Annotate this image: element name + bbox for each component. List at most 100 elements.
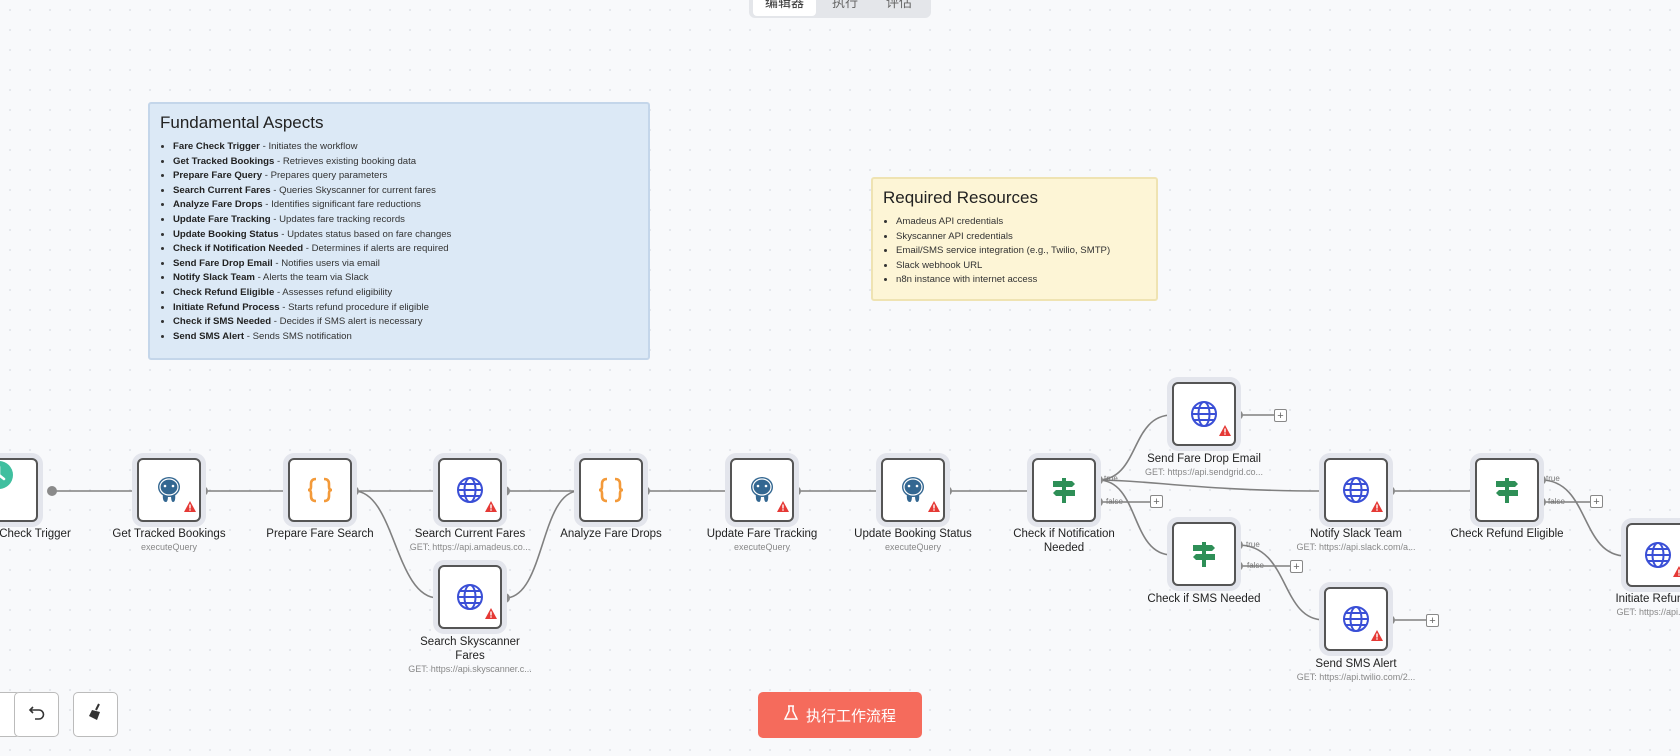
node-subtitle: GET: https://api.airlin [1616, 607, 1680, 617]
resource-item: Slack webhook URL [896, 259, 1146, 274]
node-notify-slack[interactable] [1324, 458, 1388, 522]
globe-icon [1326, 589, 1386, 649]
aspect-item-desc: - Updates status based on fare changes [278, 228, 452, 240]
aspect-item-desc: - Retrieves existing booking data [274, 155, 417, 167]
add-node-button[interactable]: + [1290, 560, 1303, 573]
run-workflow-label: 执行工作流程 [805, 707, 896, 725]
connection [504, 490, 580, 599]
node-label: Send Fare Drop Email [1147, 453, 1261, 465]
node-label: Get Tracked Bookings [112, 528, 226, 540]
warning-icon [928, 499, 940, 517]
globe-icon [1628, 525, 1680, 585]
node-check-notif[interactable] [1032, 458, 1096, 522]
node-label: Check Refund Eligible [1450, 528, 1564, 540]
code-braces-icon [290, 460, 350, 520]
node-send-sms[interactable] [1324, 587, 1388, 651]
globe-icon [440, 567, 500, 627]
aspect-item-name: Update Booking Status [173, 228, 279, 240]
add-node-button[interactable]: + [1426, 614, 1439, 627]
node-label: Notify Slack Team [1310, 528, 1402, 540]
resource-item: Email/SMS service integration (e.g., Twi… [896, 244, 1146, 259]
connection [1237, 544, 1325, 621]
resource-item: Amadeus API credentials [896, 215, 1146, 230]
warning-icon [777, 499, 789, 517]
aspect-item: Fare Check Trigger - Initiates the workf… [173, 140, 638, 155]
node-analyze[interactable] [579, 458, 643, 522]
node-prepare[interactable] [288, 458, 352, 522]
aspect-item: Check Refund Eligible - Assesses refund … [173, 286, 638, 301]
node-trigger[interactable] [0, 458, 38, 522]
aspect-item-desc: - Notifies users via email [272, 257, 380, 269]
aspect-item-name: Analyze Fare Drops [173, 199, 263, 211]
edge-label-false: false [1548, 497, 1565, 506]
aspect-item: Notify Slack Team - Alerts the team via … [173, 271, 638, 286]
node-subtitle: GET: https://api.slack.com/a... [1296, 542, 1416, 552]
node-update-status[interactable] [881, 458, 945, 522]
aspect-item-name: Send SMS Alert [173, 330, 245, 342]
node-send-email[interactable] [1172, 382, 1236, 446]
signpost-icon [1174, 524, 1234, 584]
node-label: Update Fare Tracking [706, 528, 818, 540]
node-update-tracking[interactable] [730, 458, 794, 522]
sticky-title: Required Resources [883, 188, 1038, 207]
node-initiate-refund[interactable] [1626, 523, 1680, 587]
aspect-item-desc: - Starts refund procedure if eligible [279, 301, 429, 313]
resource-item: n8n instance with internet access [896, 273, 1146, 288]
postgres-icon [732, 460, 792, 520]
node-label: Send SMS Alert [1315, 658, 1397, 670]
aspect-item-name: Check Refund Eligible [173, 286, 275, 298]
add-node-button[interactable]: + [1150, 495, 1163, 508]
node-subtitle: executeQuery [140, 542, 198, 552]
aspect-item: Update Fare Tracking - Updates fare trac… [173, 213, 638, 228]
undo-button[interactable] [14, 692, 59, 737]
aspect-item: Search Current Fares - Queries Skyscanne… [173, 184, 638, 199]
node-subtitle: executeQuery [884, 542, 942, 552]
aspect-item-name: Search Current Fares [173, 184, 271, 196]
connection [1097, 479, 1325, 492]
aspect-item-desc: - Prepares query parameters [262, 170, 388, 182]
sticky-note-resources[interactable]: Required Resources Amadeus API credentia… [871, 177, 1158, 301]
aspect-item-desc: - Sends SMS notification [244, 330, 352, 342]
tab-evaluation[interactable]: 评估 [886, 0, 913, 10]
node-search-sky[interactable] [438, 565, 502, 629]
warning-icon [485, 606, 497, 624]
resource-item: Skyscanner API credentials [896, 230, 1146, 245]
view-tabs: 编辑器 执行 评估 [749, 0, 931, 18]
node-label: Update Booking Status [854, 528, 972, 540]
edge-label-true: true [1546, 474, 1560, 483]
node-check-sms[interactable] [1172, 522, 1236, 586]
node-subtitle: GET: https://api.amadeus.co... [409, 542, 531, 552]
node-label: Check if Notification Needed [1013, 528, 1115, 554]
aspect-item-name: Update Fare Tracking [173, 213, 271, 225]
signpost-icon [1034, 460, 1094, 520]
node-subtitle: GET: https://api.sendgrid.co... [1144, 467, 1264, 477]
connection [1097, 414, 1173, 481]
add-node-button[interactable]: + [1274, 409, 1287, 422]
sticky-note-aspects[interactable]: Fundamental Aspects Fare Check Trigger -… [148, 102, 650, 360]
add-node-button[interactable]: + [1590, 495, 1603, 508]
tidy-up-button[interactable] [73, 692, 118, 737]
edge-label-true: true [1104, 474, 1118, 483]
tab-editor[interactable]: 编辑器 [753, 0, 817, 16]
aspect-item-desc: - Updates fare tracking records [270, 213, 405, 225]
aspect-item: Initiate Refund Process - Starts refund … [173, 301, 638, 316]
aspect-item: Get Tracked Bookings - Retrieves existin… [173, 155, 638, 170]
node-get-tracked[interactable] [137, 458, 201, 522]
aspect-item-desc: - Identifies significant fare reductions [262, 199, 421, 211]
run-workflow-button[interactable]: 执行工作流程 [758, 692, 922, 738]
resource-list: Amadeus API credentialsSkyscanner API cr… [883, 215, 1146, 288]
node-search-current[interactable] [438, 458, 502, 522]
aspect-item-desc: - Assesses refund eligibility [274, 286, 393, 298]
globe-icon [1174, 384, 1234, 444]
node-label: Check if SMS Needed [1147, 593, 1261, 605]
edge-label-false: false [1247, 561, 1264, 570]
clock-icon [0, 460, 36, 495]
aspect-item-name: Check if Notification Needed [173, 243, 304, 255]
node-check-refund[interactable] [1475, 458, 1539, 522]
node-label: Initiate Refund P [1615, 593, 1680, 605]
warning-icon [1673, 564, 1680, 582]
warning-icon [1371, 499, 1383, 517]
node-label: Analyze Fare Drops [560, 528, 662, 540]
tab-executions[interactable]: 执行 [832, 0, 859, 10]
